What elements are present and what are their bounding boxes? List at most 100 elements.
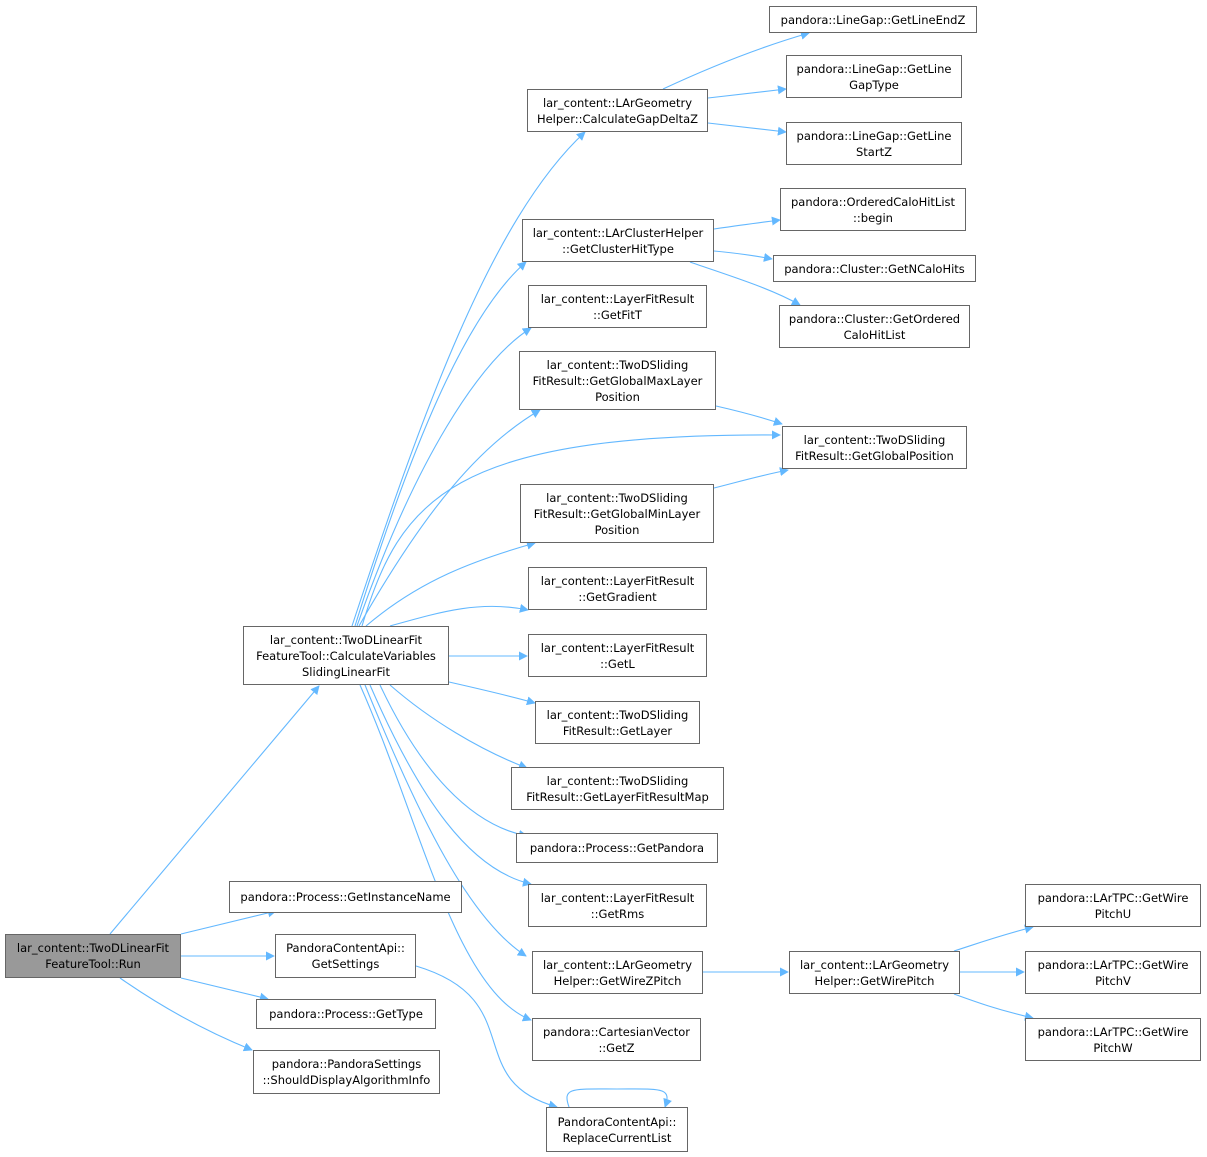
node-label-line: ::begin — [853, 210, 893, 225]
node-label-line: pandora::PandoraSettings — [271, 1057, 422, 1071]
node-getgradient[interactable]: lar_content::LayerFitResult::GetGradient — [528, 567, 707, 610]
node-label-line: pandora::LArTPC::GetWire — [1037, 957, 1189, 972]
node-label-line: pandora::Process::GetInstanceName — [240, 890, 451, 904]
node-label-line: lar_content::LayerFitResult — [540, 291, 695, 306]
node-label-line: pandora::OrderedCaloHitList — [790, 194, 956, 209]
node-orderedbegin[interactable]: pandora::OrderedCaloHitList::begin — [780, 188, 966, 231]
node-label-line: SlidingLinearFit — [302, 664, 390, 679]
edge-getsettings-to-replacecurrentlist — [415, 965, 558, 1110]
node-label-line: FitResult::GetLayerFitResultMap — [526, 789, 709, 804]
node-label-line: ::GetRms — [590, 906, 645, 921]
node-label-line: pandora::LineGap::GetLine — [796, 61, 952, 76]
node-label-line: GetSettings — [311, 957, 380, 971]
node-label-line: FeatureTool::Run — [45, 957, 141, 971]
node-getlineendz[interactable]: pandora::LineGap::GetLineEndZ — [769, 6, 977, 33]
node-label-line: lar_content::LayerFitResult — [540, 890, 695, 905]
node-label-line: Helper::CalculateGapDeltaZ — [536, 111, 699, 126]
edge-getwirepitch-to-getwirepitchw — [953, 993, 1034, 1021]
node-label-line: pandora::Cluster::GetNCaloHits — [784, 261, 965, 276]
node-getclusterhittype[interactable]: lar_content::LArClusterHelper::GetCluste… — [522, 219, 714, 262]
node-getz[interactable]: pandora::CartesianVector::GetZ — [532, 1018, 701, 1061]
node-label-line: pandora::LArTPC::GetWire — [1037, 890, 1189, 905]
node-label-line: ::GetGradient — [578, 589, 657, 604]
edge-calcvars-to-getrms — [369, 684, 532, 887]
edge-calcvars-to-getclusterhittype — [354, 261, 527, 627]
edge-getglobalmaxlayerpos-to-getglobalposition — [715, 405, 783, 426]
node-getinstancename[interactable]: pandora::Process::GetInstanceName — [229, 881, 462, 913]
node-label-line: pandora::LArTPC::GetWire — [1037, 1024, 1189, 1039]
node-label-line: ::GetL — [600, 656, 635, 671]
node-label-line: pandora::LineGap::GetLine — [796, 128, 952, 143]
edge-calcvars-to-getwirezpitch — [364, 684, 527, 957]
node-label-line: lar_content::LArGeometry — [542, 957, 693, 972]
edge-getclusterhittype-to-orderedbegin — [713, 216, 781, 230]
node-getsettings[interactable]: PandoraContentApi::GetSettings — [275, 934, 416, 978]
node-label-line: lar_content::TwoDSliding — [546, 773, 689, 788]
node-getncalohits[interactable]: pandora::Cluster::GetNCaloHits — [773, 255, 976, 282]
node-label-line: PitchU — [1094, 906, 1132, 921]
node-getl[interactable]: lar_content::LayerFitResult::GetL — [528, 634, 707, 677]
node-getfitt[interactable]: lar_content::LayerFitResult::GetFitT — [528, 285, 707, 328]
node-label-line: pandora::CartesianVector — [542, 1024, 691, 1039]
edge-calcgapdeltaz-to-getlineendz — [662, 30, 810, 90]
node-getrms[interactable]: lar_content::LayerFitResult::GetRms — [528, 884, 707, 927]
node-label-line: FeatureTool::CalculateVariables — [256, 648, 436, 663]
node-label-line: StartZ — [856, 144, 892, 159]
edge-run-to-shoulddisplay — [119, 977, 253, 1052]
edge-calcvars-to-getlayer — [448, 681, 536, 706]
edge-calcgapdeltaz-to-getlinestartz — [707, 122, 787, 136]
node-label-line: lar_content::LayerFitResult — [540, 640, 695, 655]
edge-calcvars-to-getglobalmaxlayerpos — [358, 409, 541, 627]
node-label-line: lar_content::TwoDSliding — [803, 432, 946, 447]
node-label-line: lar_content::TwoDSliding — [546, 707, 689, 722]
node-label-line: PandoraContentApi:: — [557, 1114, 677, 1129]
node-label-line: CaloHitList — [843, 327, 906, 342]
node-label-line: ReplaceCurrentList — [562, 1130, 672, 1145]
edge-run-to-gettype — [180, 977, 269, 1002]
node-label-line: ::GetFitT — [593, 307, 642, 322]
edge-getwirepitch-to-getwirepitchu — [953, 924, 1034, 952]
node-shoulddisplay[interactable]: pandora::PandoraSettings::ShouldDisplayA… — [253, 1050, 440, 1094]
node-label-line: pandora::Process::GetPandora — [529, 841, 705, 855]
node-label-line: FitResult::GetGlobalMaxLayer — [532, 373, 703, 388]
node-label-line: pandora::Cluster::GetOrdered — [788, 311, 961, 326]
node-gettype[interactable]: pandora::Process::GetType — [256, 999, 436, 1029]
node-label-line: lar_content::TwoDSliding — [546, 357, 689, 372]
node-label-line: lar_content::TwoDLinearFit — [269, 632, 423, 647]
edge-getglobalminlayerpos-to-getglobalposition — [713, 467, 789, 489]
node-label-line: lar_content::LArGeometry — [542, 95, 693, 110]
node-label-line: FitResult::GetGlobalPosition — [795, 448, 954, 463]
node-label-line: pandora::LineGap::GetLineEndZ — [780, 12, 966, 27]
node-label-line: FitResult::GetLayer — [562, 723, 673, 738]
node-getpandora[interactable]: pandora::Process::GetPandora — [516, 833, 718, 863]
node-label-line: Position — [594, 522, 640, 537]
node-replacecurrentlist[interactable]: PandoraContentApi::ReplaceCurrentList — [546, 1107, 688, 1152]
edge-calcvars-to-getlayerfitresultmap — [389, 684, 528, 770]
node-label-line: ::ShouldDisplayAlgorithmInfo — [262, 1073, 431, 1087]
node-label-line: PitchW — [1093, 1040, 1133, 1055]
edge-calcvars-to-calcgapdeltaz — [351, 131, 586, 627]
edge-calcvars-to-getpandora — [379, 684, 528, 839]
node-label-line: PandoraContentApi:: — [286, 941, 405, 955]
node-label-line: PitchV — [1095, 973, 1131, 988]
node-label-line: FitResult::GetGlobalMinLayer — [533, 506, 701, 521]
edge-run-to-getinstancename — [180, 908, 277, 935]
node-label-line: ::GetClusterHitType — [562, 241, 674, 256]
